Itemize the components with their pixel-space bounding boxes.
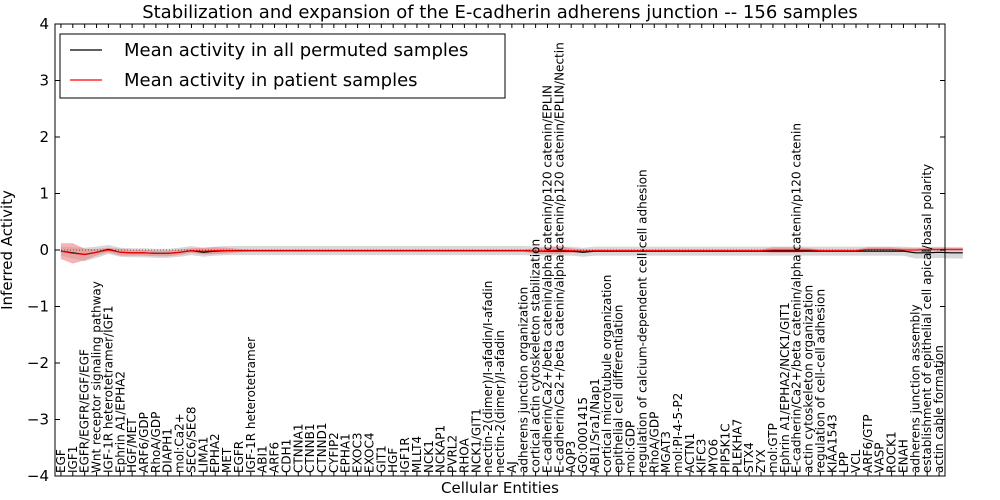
x-tick-label: mol:PI-4-5-P2 [671,393,685,473]
x-tick-label: ABI1 [256,445,270,473]
x-tick-label: MYO6 [707,439,721,473]
x-tick-label: DIAPH1 [161,428,175,473]
x-tick-label: LIMA1 [196,437,210,473]
x-tick-label: SEC6/SEC8 [185,407,199,473]
legend: Mean activity in all permuted samplesMea… [59,33,506,99]
y-tick-label: 0 [39,241,49,259]
x-tick-label: PVRL2 [446,435,460,473]
x-tick-label: adherens junction assembly [908,304,922,473]
y-tick-label: 1 [39,185,49,203]
x-tick-label: ENAH [897,439,911,473]
x-tick-label: EPHA1 [339,433,353,473]
x-tick-label: RHOA [457,437,471,473]
y-tick-label: −4 [27,467,49,485]
x-tick-label: IGF-1R heterotetramer [244,337,258,473]
x-tick-label: IGF-1R heterotetramer/IGF1 [101,306,115,473]
x-tick-label: E-cadherin/Ca2+/beta catenin/alpha caten… [541,85,555,473]
x-tick-label: CDH1 [279,439,293,473]
y-tick-label: 4 [39,15,49,33]
x-tick-label: HGF/MET [125,418,139,473]
x-tick-label: ABI1/Sra1/Nap1 [588,378,602,473]
y-tick-label: −1 [27,298,49,316]
x-tick-label: AQP3 [564,441,578,473]
x-tick-label: Wnt receptor signaling pathway [90,281,104,473]
x-tick-label: NCKAP1 [434,425,448,473]
x-tick-label: epithelial cell differentiation [612,305,626,473]
y-tick-label: 2 [39,128,49,146]
x-tick-label: VCL [849,449,863,473]
legend-box [59,33,506,99]
x-tick-label: HGF [386,448,400,473]
x-tick-label: KIAA1543 [825,414,839,473]
x-tick-label: actin cytoskeleton organization [802,285,816,473]
y-tick-label: 3 [39,72,49,90]
x-tick-label: RhoA/GDP [149,412,163,473]
series-line-1 [60,248,963,256]
x-tick-label: regulation of cell-cell adhesion [813,289,827,473]
y-axis-label: Inferred Activity [0,190,16,310]
x-tick-label: PLEKHA7 [730,419,744,473]
x-tick-label: STX4 [742,442,756,473]
x-tick-label: ROCK1 [885,431,899,473]
x-tick-label: cortical actin cytoskeleton stabilizatio… [529,239,543,473]
x-tick-label: nectin-2(dimer)/I-afadin/I-afadin [481,281,495,473]
x-tick-label: ACTN1 [683,433,697,473]
x-tick-label: EPHA2 [208,433,222,473]
x-tick-label: EXOC4 [363,433,377,474]
x-tick-label: LPP [837,452,851,473]
series-band-0 [60,244,963,262]
x-tick-label: regulation of calcium-dependent cell-cel… [635,169,649,473]
x-tick-label: EGFR/EGFR/EGF/EGF [78,349,92,473]
x-tick-label: ARF6/GTP [861,414,875,473]
x-tick-label: adherens junction organization [517,287,531,473]
x-tick-label: E-cadherin/Ca2+/beta catenin/alpha caten… [552,42,566,473]
x-tick-label: CTNND1 [315,422,329,473]
x-tick-label: AJ [505,461,519,473]
x-tick-label: MET [220,447,234,473]
x-tick-label: EGF [54,449,68,473]
legend-label-1: Mean activity in patient samples [124,70,418,91]
x-tick-label: Ephrin A1/EPHA2 [113,371,127,473]
x-tick-label: CYFIP2 [327,432,341,473]
x-tick-label: IGF1 [66,446,80,473]
x-tick-label: KIFC3 [695,439,709,473]
x-tick-label: NCK1/GIT1 [469,408,483,473]
x-tick-label: E-cadherin/Ca2+/beta catenin/alpha caten… [790,123,804,473]
y-tick-label: −3 [27,411,49,429]
x-tick-label: PIP5K1C [719,423,733,473]
x-tick-label: ARF6 [268,442,282,473]
x-tick-label: NCK1 [422,440,436,473]
x-tick-label: ZYX [754,449,768,473]
x-tick-label: MLLT4 [410,436,424,473]
x-tick-label: EGFR [232,441,246,473]
x-tick-label: establishment of epithelial cell apical/… [920,164,934,473]
x-tick-label: CTNNA1 [291,423,305,473]
chart-title: Stabilization and expansion of the E-cad… [142,2,858,23]
x-tick-label: cortical microtubule organization [600,275,614,473]
x-tick-label: ARF6/GDP [137,412,151,473]
x-tick-label: IGF1R [398,437,412,473]
x-tick-label: RhoA/GDP [647,412,661,473]
x-axis-label: Cellular Entities [441,479,559,497]
x-tick-label: Ephrin A1/EPHA2/NCK1/GIT1 [778,302,792,473]
y-axis: −4 −3 −2 −1 0 1 2 3 4 [27,15,945,485]
x-tick-label: mol:GTP [766,423,780,473]
legend-label-0: Mean activity in all permuted samples [124,40,468,61]
y-tick-label: −2 [27,354,49,372]
x-tick-label: GO:0001415 [576,397,590,473]
x-tick-label: MGAT3 [659,431,673,473]
x-tick-label: CTNNB1 [303,423,317,473]
x-tick-label: mol:GDP [624,421,638,473]
x-tick-label: actin cable formation [932,345,946,473]
x-tick-label: EXOC3 [351,433,365,474]
x-tick-label: GIT1 [374,445,388,473]
plot-area [55,243,963,264]
x-tick-label: nectin-2(dimer)/I-afadin [493,330,507,473]
x-tick-label: VASP [873,442,887,473]
x-tick-label: mol:Ca2+ [173,413,187,473]
